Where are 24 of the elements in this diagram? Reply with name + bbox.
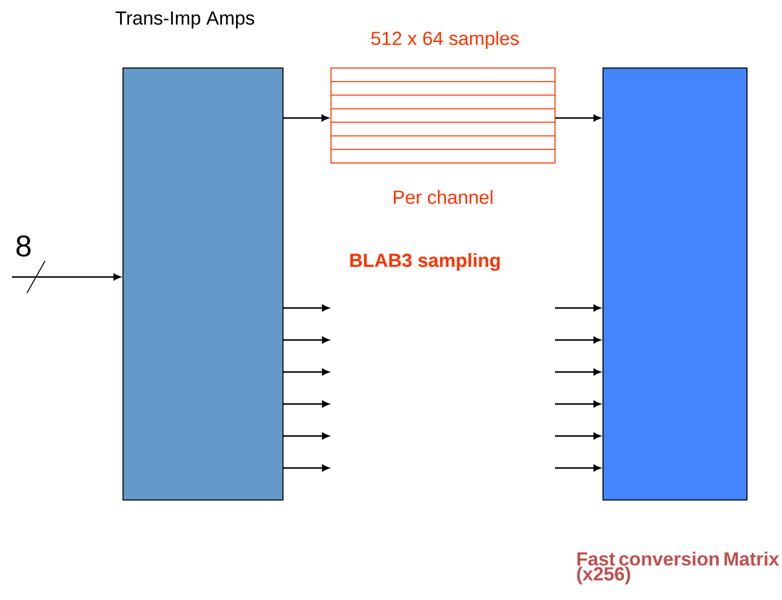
amplifier-box: [122, 68, 284, 500]
block-title: Fast conversion Matrix (x256): [577, 552, 780, 584]
arrow: [555, 304, 601, 312]
arrow: [555, 464, 601, 472]
arrow: [284, 400, 330, 408]
arrow: [556, 114, 601, 122]
block-title: 512 x 64 samples: [371, 31, 519, 49]
block-title: Trans-Imp Amps: [116, 12, 254, 28]
arrow: [555, 368, 601, 376]
arrow: [284, 336, 330, 344]
sample-array: [330, 68, 556, 164]
diagram-label: BLAB3 sampling: [350, 253, 500, 271]
arrow: [284, 464, 330, 472]
arrow: [555, 432, 601, 440]
arrow: [555, 400, 601, 408]
arrow: [555, 336, 601, 344]
arrow: [284, 368, 330, 376]
arrow: [12, 274, 121, 280]
edge-label: 8: [16, 235, 31, 257]
conversion-box: [602, 68, 748, 500]
arrow: [284, 432, 330, 440]
arrow: [284, 304, 330, 312]
block-caption: Per channel: [394, 190, 492, 204]
arrow: [284, 114, 329, 122]
